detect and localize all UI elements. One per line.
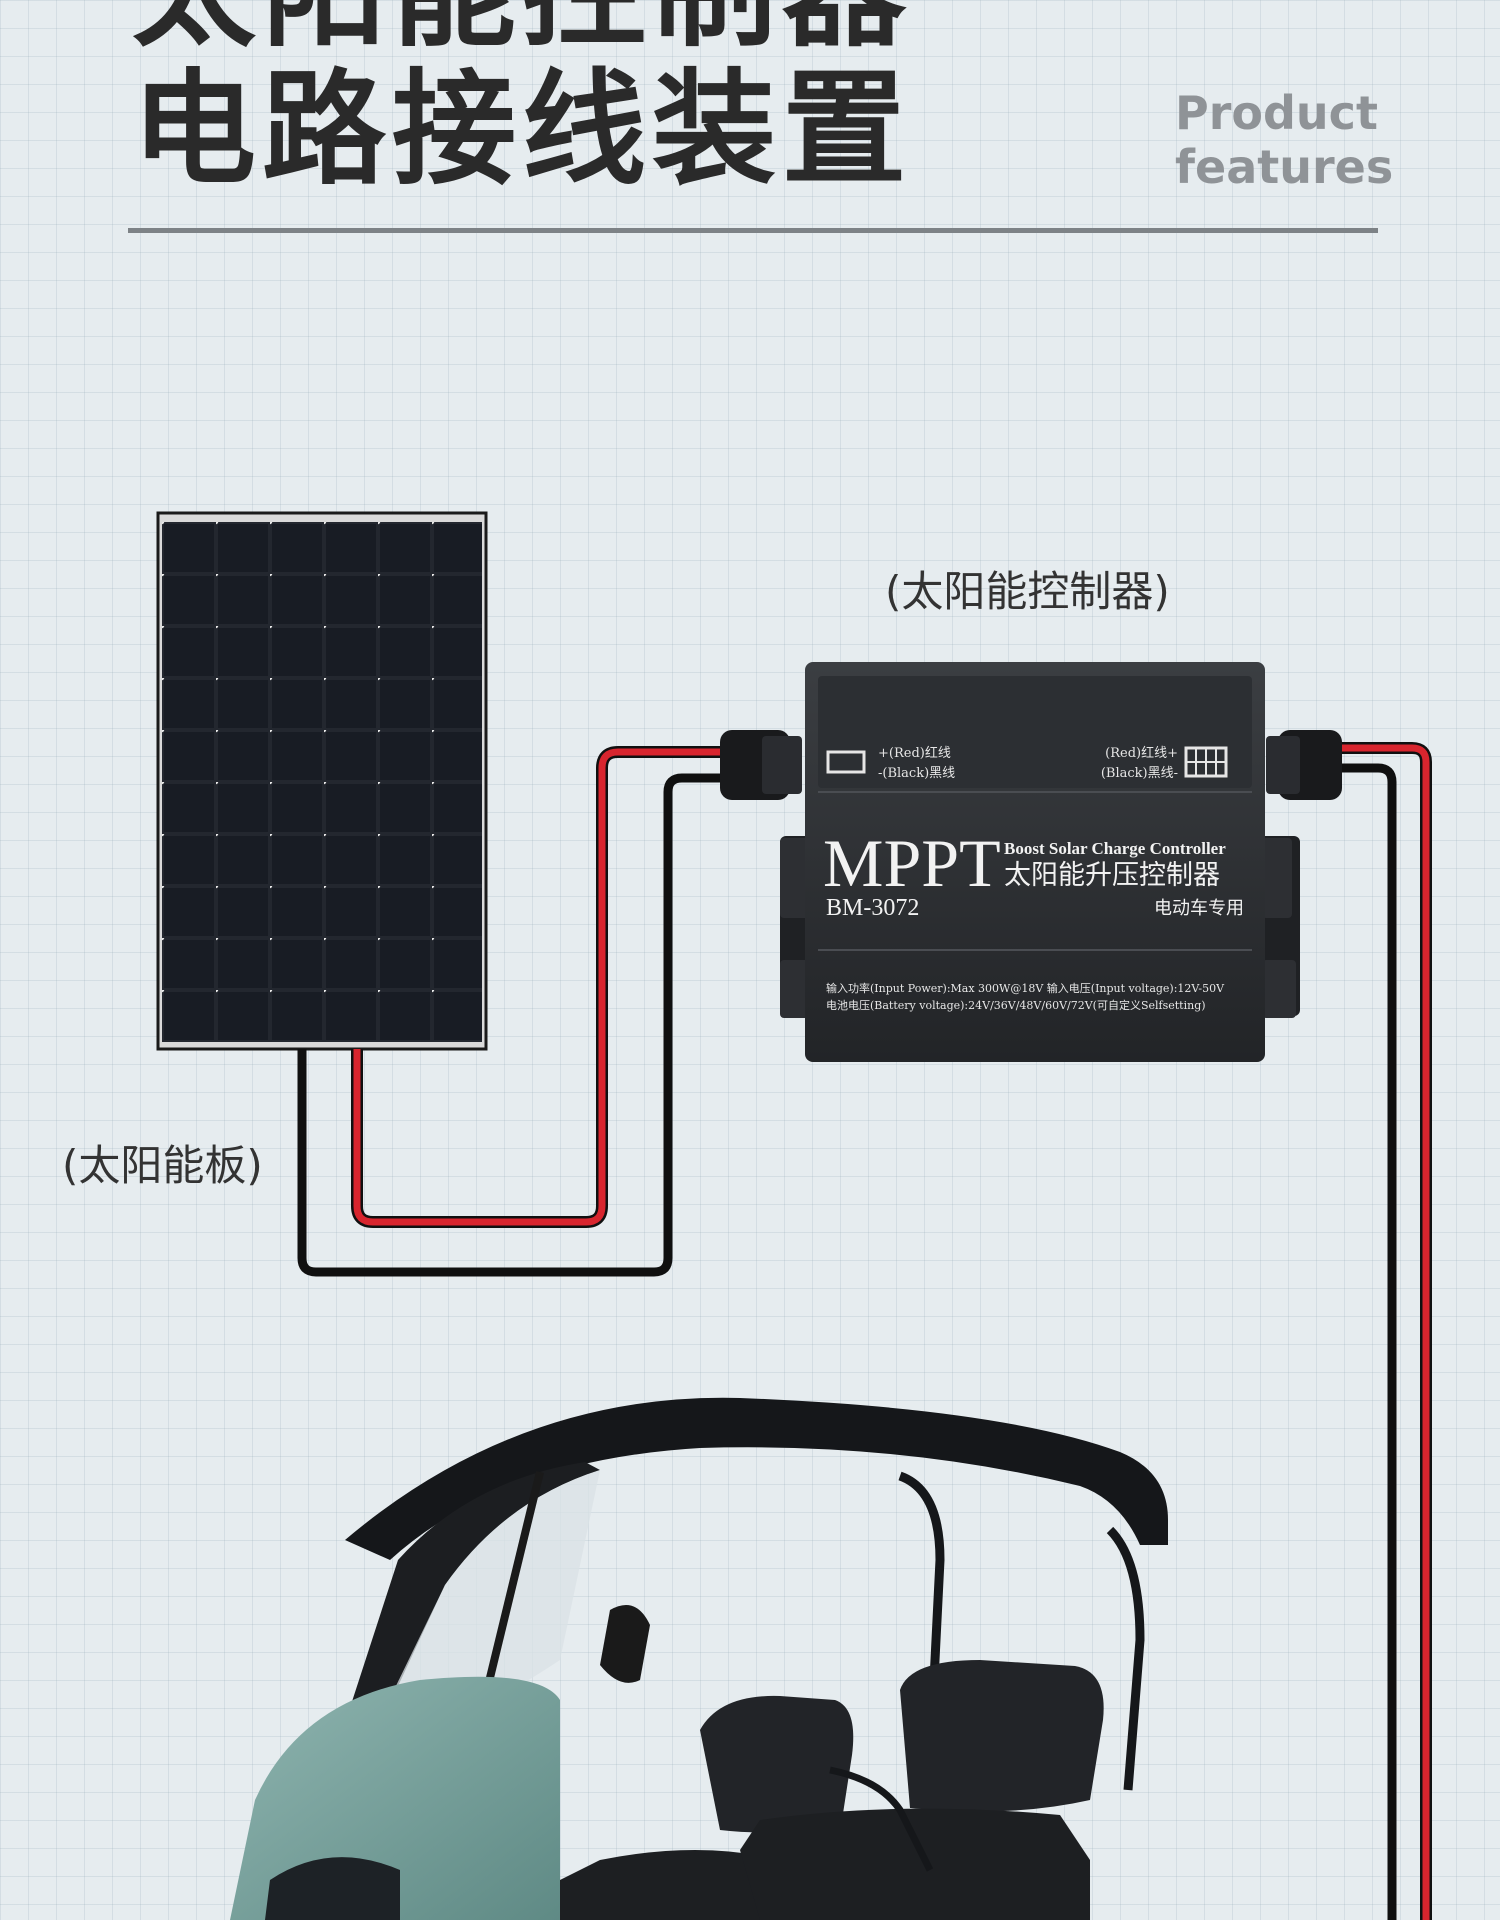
left-port-red-label: +(Red)红线 <box>878 745 951 761</box>
controller-brand: MPPT <box>823 825 1001 901</box>
vehicle-mirror <box>600 1605 650 1683</box>
vehicle-front-backrest <box>700 1695 854 1833</box>
vehicle-rear-post-2 <box>1106 1526 1145 1791</box>
solar-controller: +(Red)红线 -(Black)黑线 (Red)红线+ (Black)黑线- … <box>720 662 1342 1062</box>
battery-wires <box>1335 742 1432 1920</box>
vehicle-rear-post <box>898 1471 945 1761</box>
right-port-black-label: (Black)黑线- <box>1101 766 1178 781</box>
controller-caption: (太阳能控制器) <box>885 567 1170 616</box>
controller-spec-line-1: 输入功率(Input Power):Max 300W@18V 输入电压(Inpu… <box>826 981 1225 995</box>
panel-caption: (太阳能板) <box>62 1141 263 1190</box>
page-title-line-1: 太阳能控制器 <box>132 0 912 54</box>
electric-vehicle <box>230 1397 1168 1920</box>
header-divider <box>128 228 1378 233</box>
controller-subtitle-en: Boost Solar Charge Controller <box>1004 839 1226 858</box>
vehicle-rear-seat <box>740 1808 1090 1920</box>
product-features-label-2: features <box>1175 140 1394 194</box>
controller-usage: 电动车专用 <box>1154 898 1244 919</box>
controller-model: BM-3072 <box>826 895 919 921</box>
page-title-line-2: 电路接线装置 <box>132 58 913 202</box>
vehicle-handrail <box>829 1766 934 1872</box>
controller-spec-line-2: 电池电压(Battery voltage):24V/36V/48V/60V/72… <box>826 998 1206 1012</box>
product-features-label-1: Product <box>1175 86 1378 140</box>
vehicle-roof <box>345 1397 1168 1560</box>
vehicle-body <box>230 1676 560 1920</box>
left-port-black-label: -(Black)黑线 <box>878 766 955 781</box>
vehicle-rear-backrest <box>900 1660 1104 1812</box>
controller-subtitle-cn: 太阳能升压控制器 <box>1004 860 1220 891</box>
panel-port-icon <box>1184 746 1228 778</box>
right-port-red-label: (Red)红线+ <box>1105 745 1178 761</box>
vehicle-headlight <box>265 1857 400 1920</box>
battery-port-icon <box>826 750 866 774</box>
solar-panel <box>156 511 488 1051</box>
panel-wires <box>297 746 725 1277</box>
